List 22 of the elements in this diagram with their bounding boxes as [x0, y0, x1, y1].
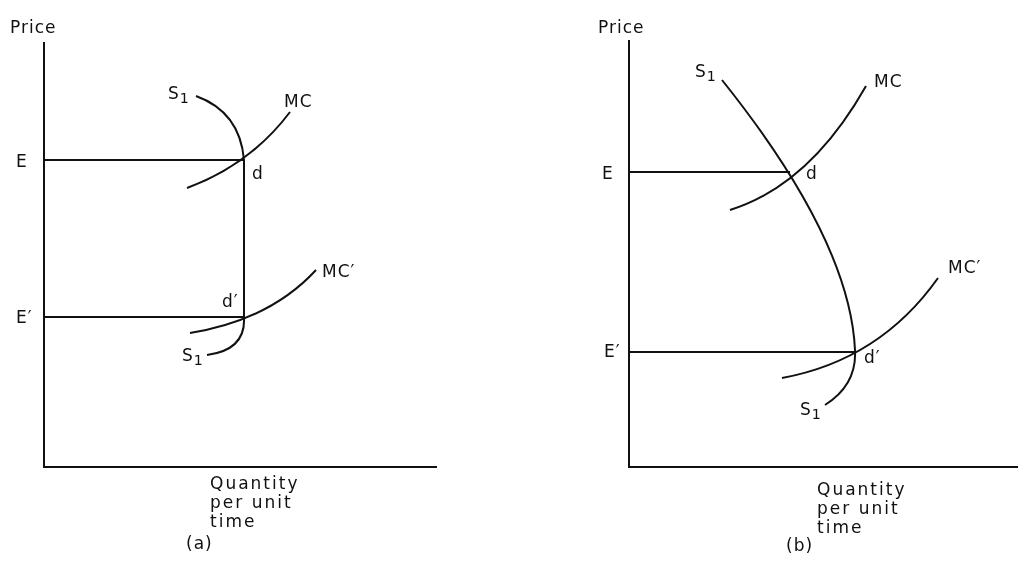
point-label: d′: [864, 348, 881, 367]
curve-label: MC′: [322, 262, 356, 281]
point-label: d: [806, 164, 818, 183]
curve-label: S$_{1}$: [800, 400, 822, 425]
curve-label: MC: [284, 92, 313, 111]
axis-label: Price: [598, 18, 645, 37]
curve-label: S$_{1}$: [182, 346, 204, 371]
curve-label: S$_{1}$: [168, 84, 190, 109]
axis-label: Quantity per unit time: [210, 474, 301, 531]
point-label: E: [16, 152, 28, 171]
axis-label: Price: [10, 18, 57, 37]
axis-label: Quantity per unit time: [817, 480, 908, 537]
point-label: E: [602, 164, 614, 183]
curve-label: MC: [874, 72, 903, 91]
point-label: E′: [604, 342, 621, 361]
panel-label: (b): [786, 536, 814, 555]
point-label: E′: [16, 308, 33, 327]
point-label: d: [252, 164, 264, 183]
point-label: d′: [222, 292, 239, 311]
panel-label: (a): [186, 534, 213, 553]
curve-label: S$_{1}$: [695, 62, 717, 87]
curve-label: MC′: [948, 258, 982, 277]
